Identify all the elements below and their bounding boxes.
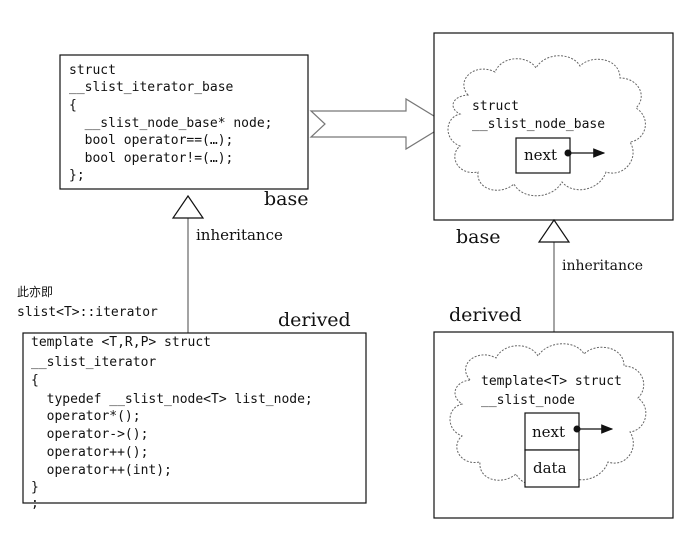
iterator-inheritance-label: inheritance — [196, 226, 283, 244]
code-line: typedef __slist_node<T> list_node; — [31, 392, 313, 407]
iterator-code: template <T,R,P> struct __slist_iterator… — [31, 335, 321, 511]
node-data-label: data — [533, 459, 567, 477]
iterator-base-box: struct __slist_iterator_base { __slist_n… — [59, 54, 309, 190]
iterator-caption: derived — [278, 309, 351, 331]
iterator-base-caption: base — [264, 188, 309, 210]
node-inheritance-label: inheritance — [562, 258, 643, 274]
node-base-next-field — [515, 137, 571, 174]
node-base-cloud — [447, 55, 646, 197]
svg-text:struct __slist_node_base: struct __slist_node_base — [472, 99, 605, 132]
code-line: bool operator==(…); — [69, 133, 233, 148]
code-line: ; — [31, 496, 39, 511]
node-base-frame: struct __slist_node_base next — [433, 32, 674, 221]
code-line: { — [69, 98, 77, 113]
code-line: template <T,R,P> struct — [31, 335, 211, 350]
iterator-base-code: struct __slist_iterator_base { __slist_n… — [69, 63, 280, 183]
code-line: { — [31, 373, 39, 388]
code-line: operator*(); — [31, 409, 141, 424]
code-line: __slist_iterator — [31, 355, 156, 370]
node-base-code-line: struct — [472, 99, 519, 114]
node-code-line: __slist_node — [481, 393, 575, 408]
node-base-code-line: __slist_node_base — [472, 117, 605, 132]
code-line: bool operator!=(…); — [69, 151, 233, 166]
iterator-alias-name: slist<T>::iterator — [17, 305, 158, 320]
node-data-field — [524, 449, 580, 488]
iterator-alias-cjk: 此亦即 — [17, 284, 53, 299]
iterator-box: template <T,R,P> struct __slist_iterator… — [22, 332, 367, 511]
code-line: operator->(); — [31, 427, 148, 442]
code-line: }; — [69, 168, 85, 183]
node-caption: derived — [449, 304, 522, 326]
node-inheritance-arrow — [537, 218, 571, 332]
code-line: __slist_iterator_base — [69, 80, 234, 95]
code-line: operator++(); — [31, 445, 148, 460]
code-line: operator++(int); — [31, 463, 172, 478]
code-line: } — [31, 480, 39, 495]
code-line: struct — [69, 63, 116, 78]
node-frame: template<T> struct __slist_node next dat… — [433, 331, 674, 519]
node-code-line: template<T> struct — [481, 374, 622, 389]
node-base-next-label: next — [524, 146, 557, 164]
node-next-label: next — [532, 423, 565, 441]
code-line: __slist_node_base* node; — [69, 116, 273, 131]
implementation-arrow — [309, 97, 449, 151]
node-base-caption: base — [456, 226, 501, 248]
svg-text:template<T> struct __sli: template<T> struct __slist_node — [481, 374, 630, 408]
iterator-inheritance-arrow — [171, 194, 205, 333]
